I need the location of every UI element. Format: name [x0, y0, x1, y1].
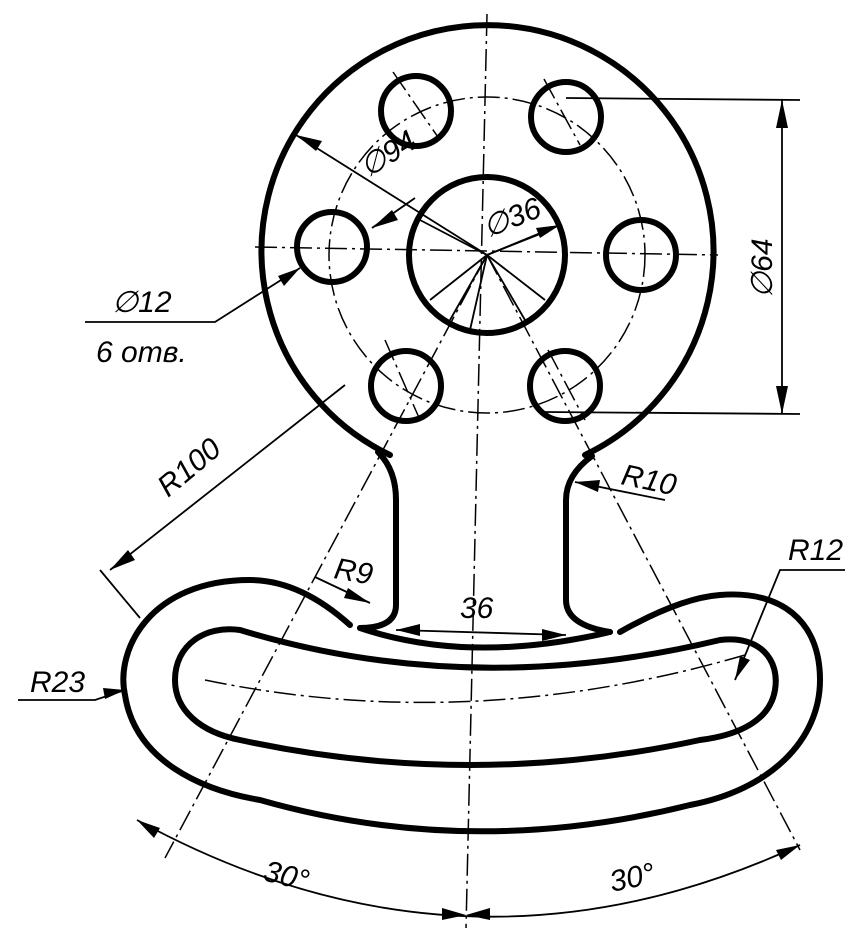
- hole-bottom-right: [527, 348, 603, 424]
- dim-36-arrow: [536, 225, 560, 238]
- bolt-circle: [328, 96, 646, 414]
- dim-12-arrow: [278, 268, 300, 286]
- dim-angle-arrow-right: [776, 845, 800, 860]
- disc-outline: [258, 22, 717, 458]
- dim-r100-ext: [99, 569, 141, 619]
- left-radial-line: [164, 254, 488, 859]
- dim-r9-arrow: [344, 588, 370, 603]
- label-hole-diameter: ∅12: [112, 286, 172, 319]
- label-arc-radius: R100: [151, 432, 227, 504]
- label-hole-count: 6 отв.: [96, 336, 187, 369]
- dim-angle-arrow-left: [137, 820, 160, 838]
- dim-r100-arrow: [110, 550, 135, 570]
- hole-tl-centerline: [392, 71, 441, 141]
- hole-top-right: [528, 79, 604, 155]
- dim-r100-line: [109, 384, 346, 571]
- horizontal-axis: [254, 246, 719, 256]
- dim-94-line: [295, 134, 488, 256]
- slot-centerline-arc: [204, 654, 746, 704]
- slot-outline: [172, 626, 779, 768]
- centerlines: [164, 13, 801, 929]
- dim-12-leader: [85, 267, 301, 323]
- dim-36-line: [395, 629, 567, 636]
- neck-right-edge: [563, 453, 613, 635]
- label-angle-left: 30°: [260, 855, 312, 898]
- hub-circle: [406, 174, 568, 336]
- neck: [357, 449, 613, 635]
- arm-top-edge: [357, 625, 613, 651]
- right-radial-line: [486, 254, 801, 851]
- dim-r12-leader: [734, 569, 845, 681]
- hole-tr-centerline: [543, 78, 581, 146]
- label-end-radius: R12: [788, 534, 843, 567]
- vertical-axis: [465, 13, 488, 929]
- dim-64-ext-top: [565, 97, 801, 101]
- dim-64-arrow-bottom: [776, 386, 788, 414]
- curved-arm: [120, 577, 823, 835]
- neck-left-edge: [357, 449, 399, 631]
- dim-r23-arrow: [103, 688, 125, 699]
- hole-top-left: [378, 73, 454, 149]
- dim-r12-arrow: [735, 656, 750, 680]
- dim-36-arrow-right: [542, 629, 566, 641]
- label-bolt-circle-diameter: ∅64: [746, 238, 779, 298]
- dim-64-ext-bottom: [544, 411, 801, 415]
- label-neck-width: 36: [460, 592, 494, 625]
- dimension-labels: ∅94 ∅36 ∅64 ∅12 6 отв. R100 R10 R9 R12 R…: [30, 124, 843, 898]
- hole-right: [603, 217, 679, 293]
- dim-r10-arrow: [575, 480, 600, 492]
- label-fillet-r9: R9: [332, 552, 376, 591]
- dim-12-arrow-2: [372, 210, 398, 228]
- label-fillet-r10: R10: [619, 459, 680, 503]
- dim-36-arrow-left: [396, 624, 420, 636]
- dim-64-arrow-top: [776, 100, 788, 128]
- dim-angle-arc: [136, 819, 801, 918]
- dimensions: [18, 97, 845, 920]
- arm-outer-outline: [120, 577, 823, 835]
- dim-angle-arrow-mid-l: [442, 908, 466, 920]
- dim-94-arrow: [296, 135, 322, 151]
- label-outer-end-radius: R23: [30, 666, 85, 699]
- hole-left: [294, 209, 370, 285]
- hole-bottom-left: [368, 348, 444, 424]
- hole-br-centerline: [547, 349, 586, 421]
- label-angle-right: 30°: [607, 857, 658, 899]
- dim-angle-arrow-mid-r: [466, 908, 490, 920]
